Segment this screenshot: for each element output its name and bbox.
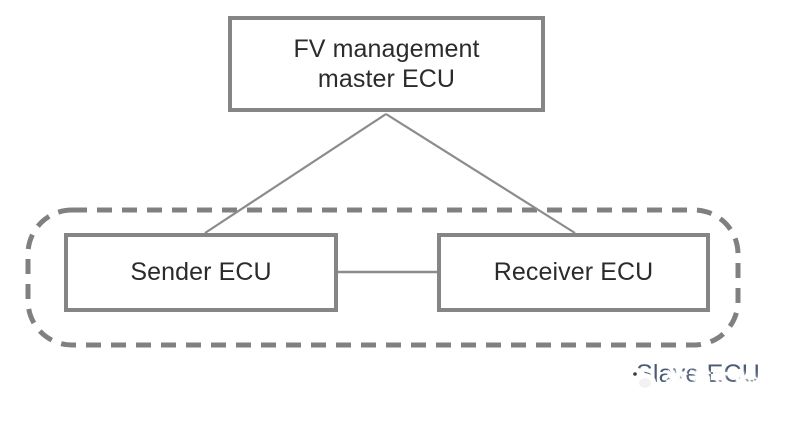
connector-master-to-receiver [385, 113, 576, 234]
node-label-sender: Sender ECU [130, 258, 272, 287]
node-fv-management-master-ecu[interactable]: FV management master ECU [228, 16, 545, 112]
connector-master-to-sender [204, 113, 387, 234]
node-label-master: FV management master ECU [293, 34, 480, 94]
node-label-receiver: Receiver ECU [493, 258, 654, 287]
slave-ecu-group-boundary [25, 207, 741, 348]
node-sender-ecu[interactable]: Sender ECU [64, 233, 338, 312]
slave-ecu-group-label: Slave ECU [636, 360, 761, 388]
node-receiver-ecu[interactable]: Receiver ECU [437, 233, 710, 312]
